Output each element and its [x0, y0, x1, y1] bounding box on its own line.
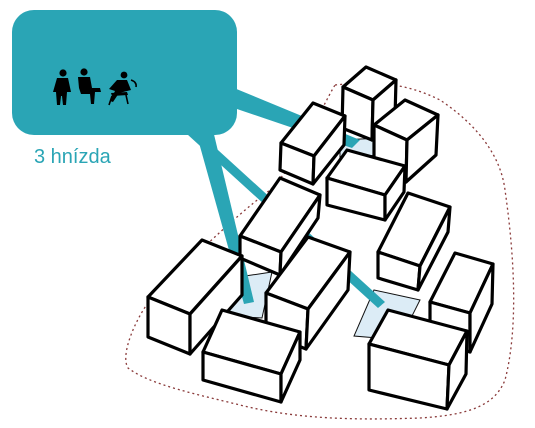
building-front-right	[367, 308, 469, 411]
nest-count-label: 3 hnízda	[34, 146, 111, 168]
building-middle-right	[376, 191, 452, 292]
building-left-rear	[146, 238, 244, 356]
buildings	[146, 65, 495, 411]
building-front-left	[201, 308, 302, 404]
building-center	[325, 148, 407, 222]
building-upper-left	[278, 101, 347, 186]
site-boundary	[125, 82, 515, 420]
people-sitting-icon	[53, 68, 137, 106]
building-top	[340, 65, 398, 142]
